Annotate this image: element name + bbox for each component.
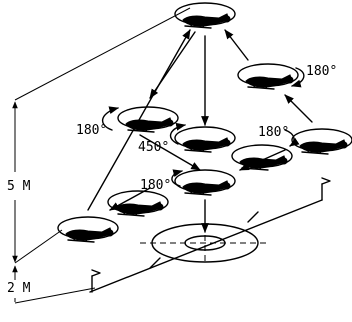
height-label-2m: 2 M	[7, 281, 31, 296]
helicopter-icon	[174, 169, 236, 196]
curved-arrow-icon	[291, 67, 305, 88]
helicopter-icon	[174, 126, 236, 153]
marker-tick	[149, 257, 161, 269]
helicopter-icon	[117, 106, 179, 133]
helicopter-icon	[291, 128, 352, 155]
curved-arrow-icon	[169, 122, 186, 145]
path-left-to-center	[139, 134, 201, 171]
curved-arrow-icon	[101, 106, 119, 131]
curved-arrow-icon	[171, 169, 183, 187]
height-label-5m: 5 M	[7, 179, 31, 194]
turn-label-center: 450°	[138, 140, 169, 155]
helicopter-icon	[231, 144, 293, 171]
ground-line	[89, 199, 323, 293]
turn-label-left: 180°	[76, 123, 107, 138]
curved-arrow-icon	[284, 129, 300, 147]
flag-icon	[321, 177, 331, 185]
marker-tick	[247, 211, 259, 223]
helicopter-icon	[174, 2, 236, 29]
turn-label-lower: 180°	[140, 178, 171, 193]
turn-label-top-right: 180°	[306, 64, 337, 79]
height-scale: 5 M 2 M	[7, 7, 191, 304]
path-right-to-top	[224, 29, 249, 61]
path-right-lower	[284, 94, 313, 123]
helicopter-icon	[57, 216, 119, 243]
lower-guide-line	[14, 287, 96, 304]
flag-icon	[91, 269, 101, 277]
turn-label-right: 180°	[258, 125, 289, 140]
upper-guide-line	[14, 7, 191, 101]
helicopter-icon	[237, 63, 299, 90]
middle-guide-line	[14, 229, 63, 264]
